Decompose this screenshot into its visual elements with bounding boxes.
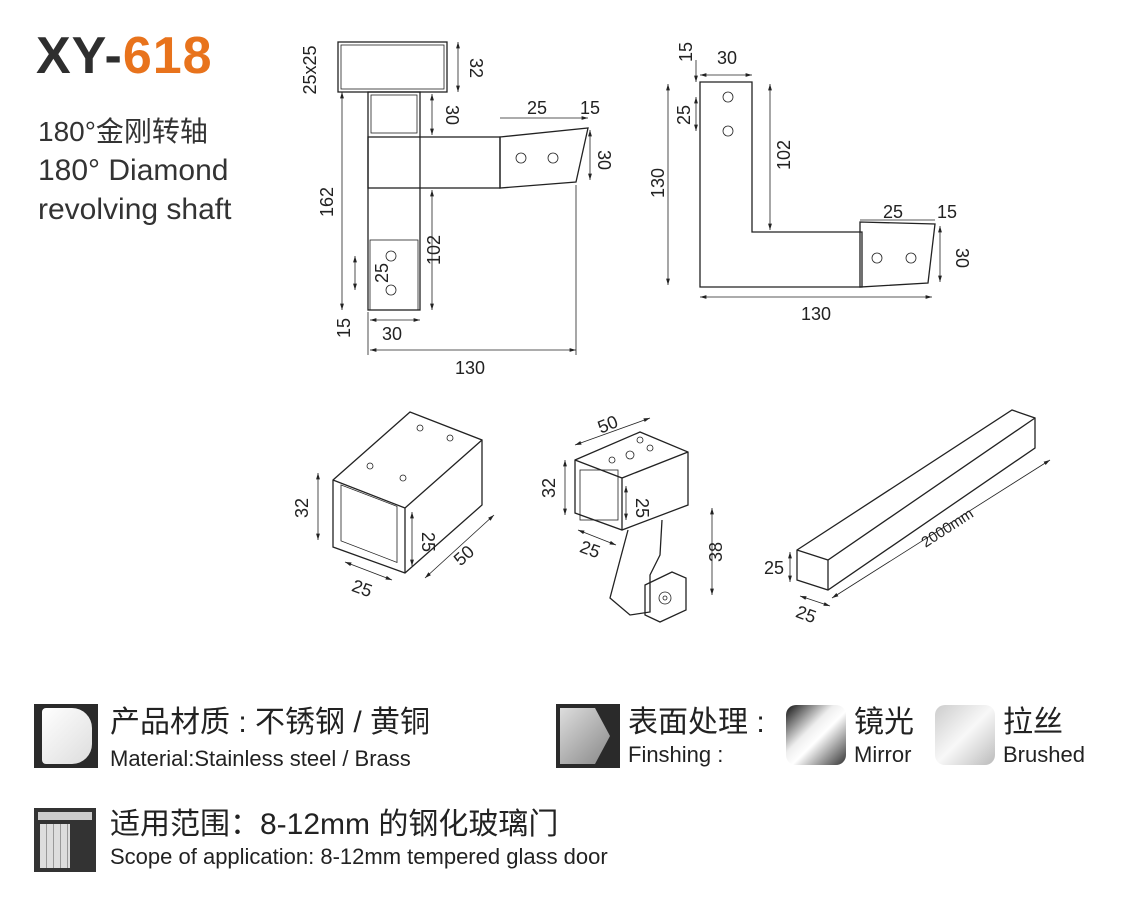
dim-label: 32: [466, 58, 486, 78]
dim-label: 15: [580, 98, 600, 118]
dim-label: 25: [883, 202, 903, 222]
dim-label: 25: [793, 602, 819, 628]
dim-label: 30: [382, 324, 402, 344]
dim-label: 15: [676, 42, 696, 62]
mirror-cn: 镜光: [854, 706, 914, 739]
brushed-en: Brushed: [1003, 742, 1085, 767]
dim-label: 102: [774, 140, 794, 170]
dim-label: 30: [442, 105, 462, 125]
dim-label: 25: [418, 532, 438, 552]
iso-hinge-drawing: 50 32 25 25 38: [539, 411, 726, 623]
model-number: 618: [122, 27, 213, 85]
dim-label: 25: [577, 537, 603, 563]
iso-tube-drawing: 25 25 2000mm: [764, 409, 1051, 628]
dim-label: 30: [952, 248, 972, 268]
material-cn: 产品材质 : 不锈钢 / 黄铜: [110, 706, 431, 739]
dim-label: 15: [334, 318, 354, 338]
dim-label: 30: [594, 150, 614, 170]
dim-label: 32: [292, 498, 312, 518]
finish-glass-icon: [556, 704, 620, 768]
side-view-drawing: 15 30 25 102 130 25 15 30 130: [648, 42, 972, 324]
dim-label: 25: [632, 498, 652, 518]
front-view-drawing: 25x25 32 30 25 15 30 162 102 25 15 30 13…: [300, 41, 614, 378]
scope-en: Scope of application: 8-12mm tempered gl…: [110, 844, 608, 869]
dim-label: 25: [349, 576, 375, 602]
dim-label: 32: [539, 478, 559, 498]
dim-label: 38: [706, 542, 726, 562]
dim-label: 50: [595, 411, 621, 437]
dim-label: 130: [801, 304, 831, 324]
dim-label: 25x25: [300, 45, 320, 94]
mirror-en: Mirror: [854, 742, 912, 767]
model-title: XY-618: [36, 30, 213, 82]
dim-label: 130: [455, 358, 485, 378]
brushed-swatch: [935, 705, 995, 765]
dim-label: 15: [937, 202, 957, 222]
dim-label: 30: [717, 48, 737, 68]
dim-label: 162: [317, 187, 337, 217]
product-name-en-2: revolving shaft: [38, 193, 232, 226]
product-name-cn: 180°金刚转轴: [38, 116, 208, 147]
technical-drawings: 25x25 32 30 25 15 30 162 102 25 15 30 13…: [292, 41, 1051, 628]
dim-label: 25: [674, 105, 694, 125]
material-en: Material:Stainless steel / Brass: [110, 746, 411, 771]
material-rod-icon: [34, 704, 98, 768]
scope-cn: 适用范围：8-12mm 的钢化玻璃门: [110, 808, 559, 841]
product-name-en-1: 180° Diamond: [38, 154, 229, 187]
mirror-swatch: [786, 705, 846, 765]
dim-label: 25: [527, 98, 547, 118]
model-prefix: XY-: [36, 27, 123, 85]
finish-en: Finshing :: [628, 742, 724, 767]
brushed-cn: 拉丝: [1003, 706, 1063, 739]
glass-door-icon: [34, 808, 96, 872]
dim-label: 130: [648, 168, 668, 198]
dim-label: 102: [424, 235, 444, 265]
iso-block-drawing: 32 25 25 50: [292, 411, 495, 602]
dim-label: 25: [764, 558, 784, 578]
dim-label: 50: [450, 541, 478, 569]
dim-label: 25: [372, 263, 392, 283]
dim-label: 2000mm: [918, 505, 976, 551]
finish-cn: 表面处理 :: [628, 706, 765, 739]
